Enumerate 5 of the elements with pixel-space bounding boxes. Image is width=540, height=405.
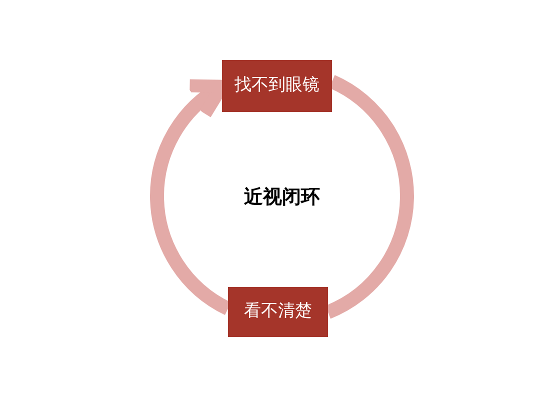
step-box <box>228 287 328 337</box>
step-label: 看不清楚 <box>244 300 312 324</box>
center-title: 近视闭环 <box>244 185 320 210</box>
step-box <box>222 60 332 112</box>
step-label: 找不到眼镜 <box>234 74 320 98</box>
